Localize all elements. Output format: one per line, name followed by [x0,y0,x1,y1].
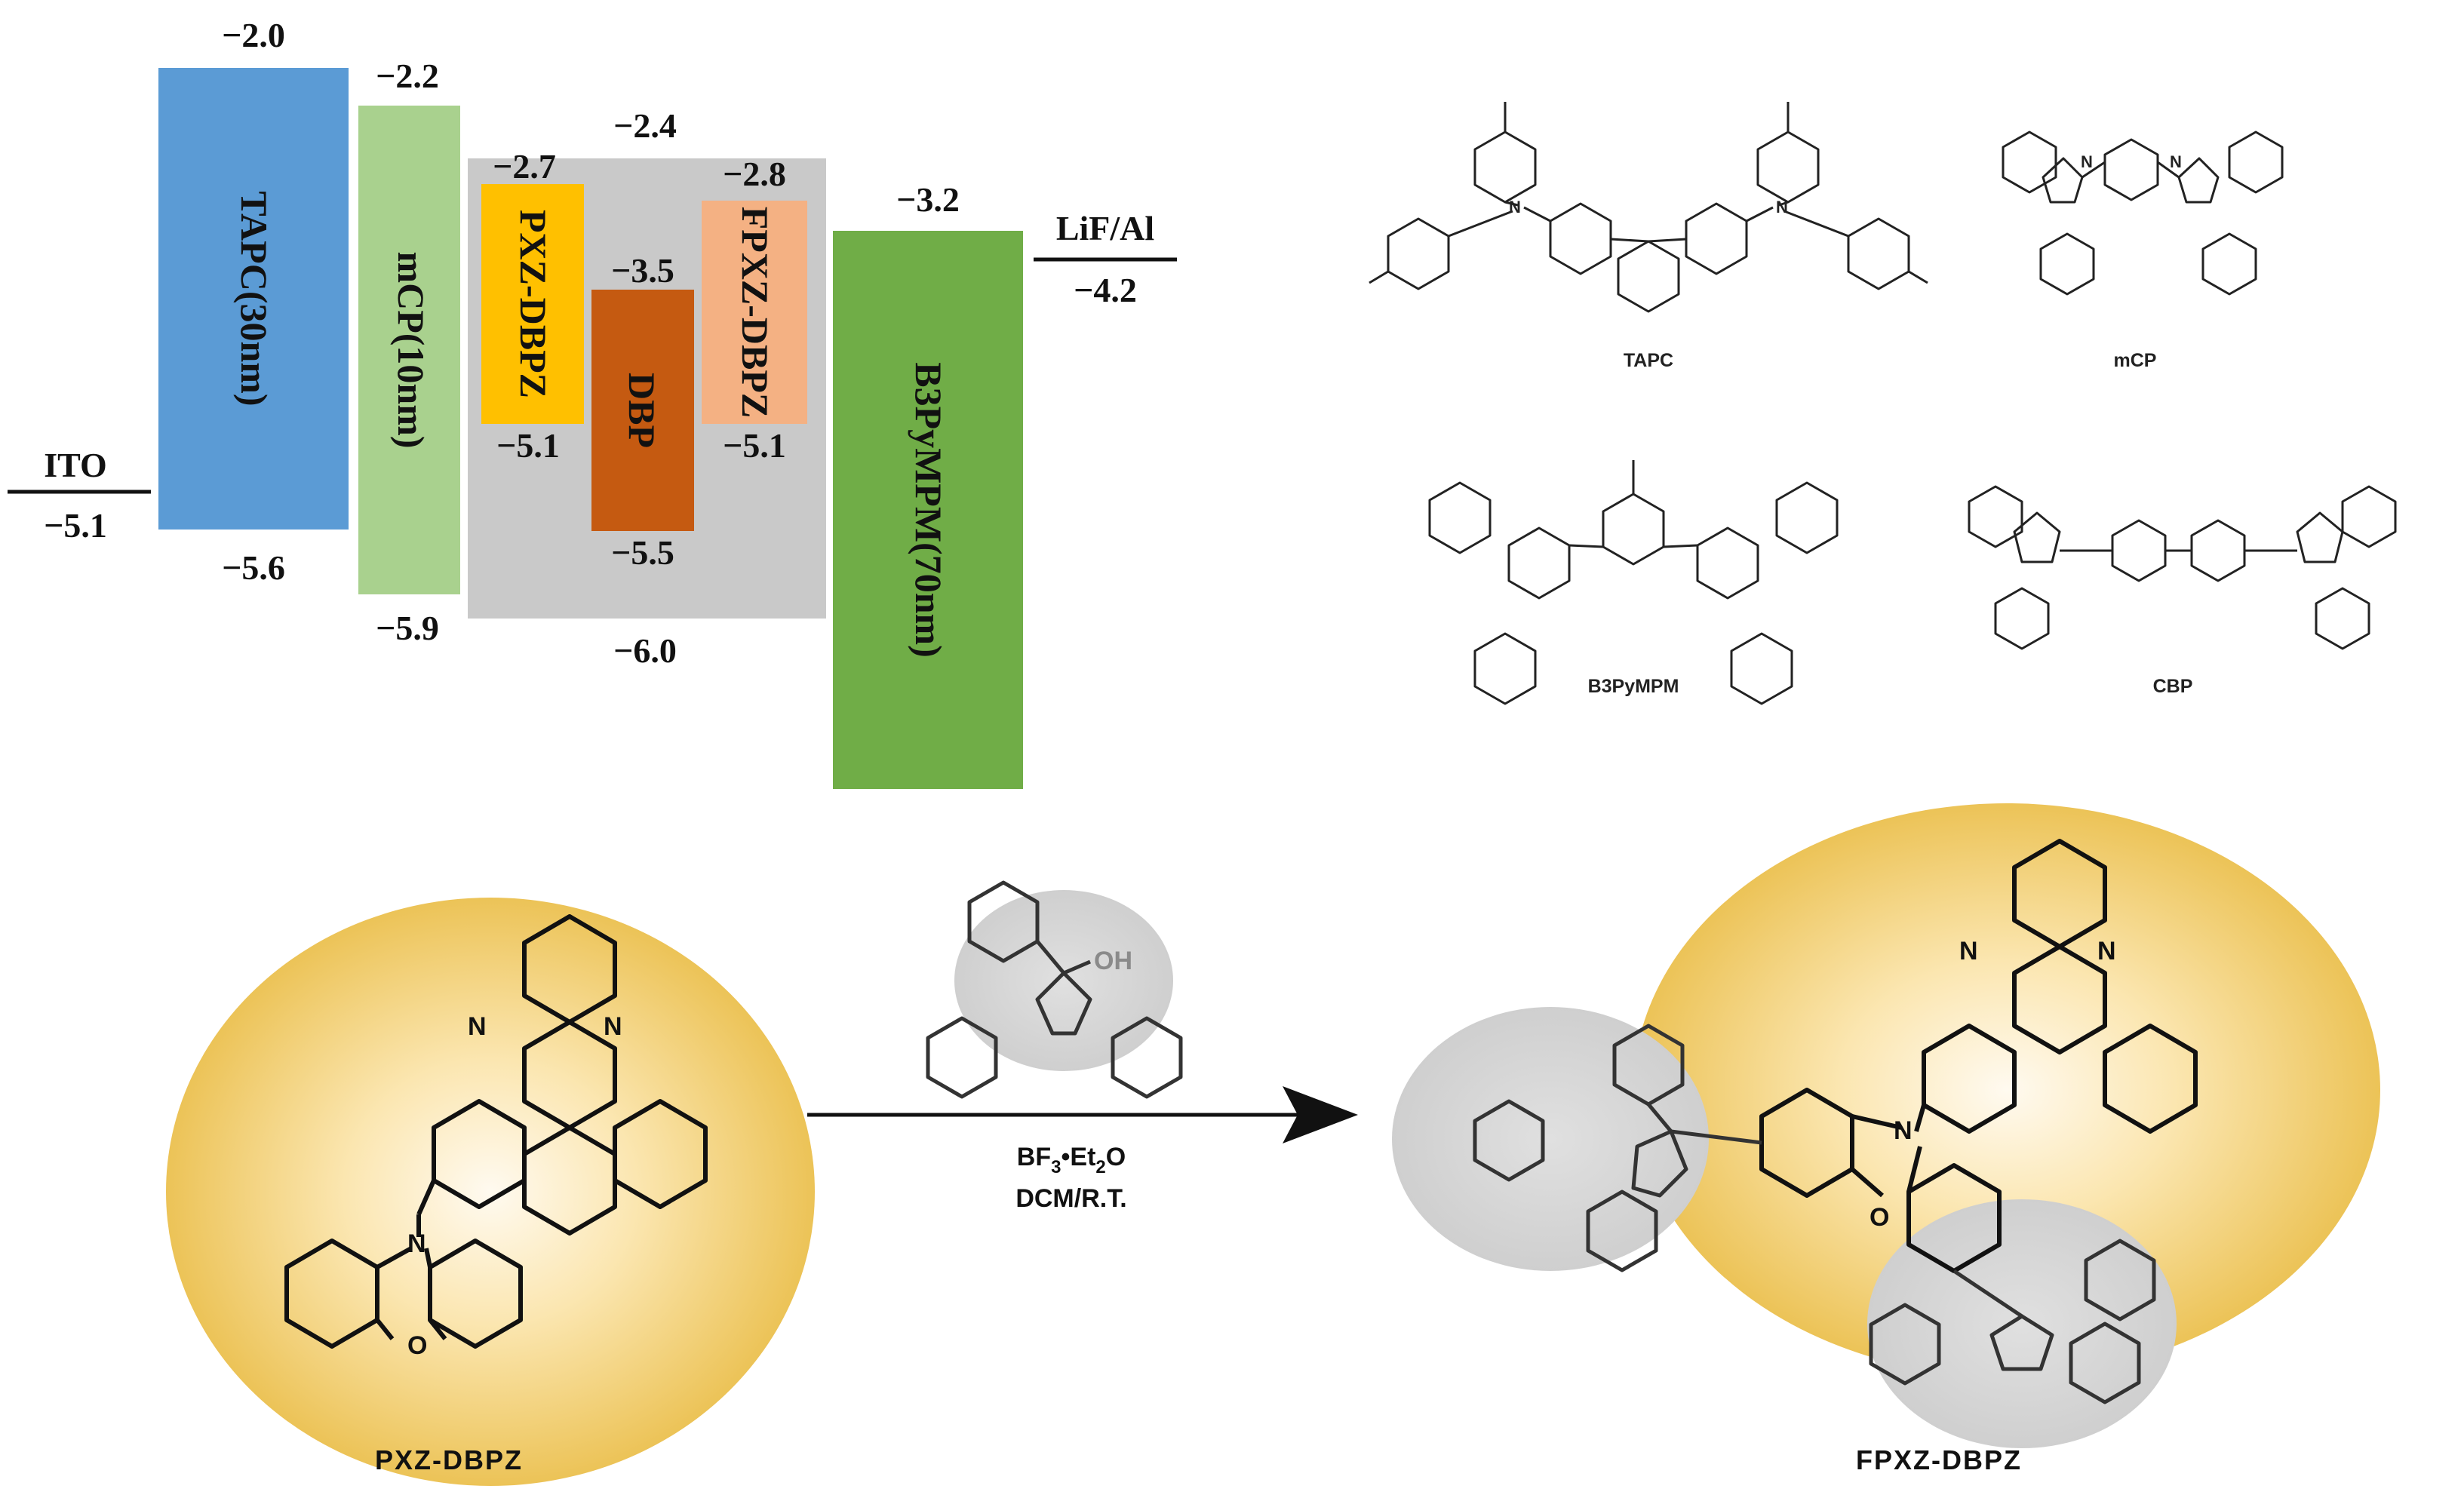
fpxz-n-pyrazine-right: N [2097,937,2116,965]
layer-fpxz-dbpz-box [702,201,807,424]
ito-level: −5.1 [44,506,107,545]
layer-dbp-box [591,290,694,531]
reaction-conditions-line1: BF3•Et2O [1017,1143,1126,1177]
fpxz-fluorene-bottom [1869,1239,2156,1404]
layer-dbp-label: DBP [621,373,663,448]
pxz-dbpz-structure [284,914,708,1349]
product-label: FPXZ-DBPZ [1856,1444,2022,1475]
layer-b3pympm-box [833,231,1023,789]
fpxz-fluorene-left [1473,1024,1762,1272]
fpxz-n-phenoxazine: N [1894,1116,1913,1145]
layer-b3pympm-lumo: −3.2 [896,180,960,219]
cbp-label: CBP [2153,676,2193,697]
layer-pxz-dbpz-lumo: −2.7 [493,147,556,186]
layer-fpxz-dbpz-lumo: −2.8 [723,155,786,193]
tapc-structure [1369,102,1928,313]
layer-fpxz-dbpz-label: FPXZ-DBPZ [734,207,776,419]
fpxz-n-pyrazine-left: N [1959,937,1978,965]
pxz-n-pyrazine-left: N [468,1012,487,1041]
layer-tapc-box [158,68,349,530]
ito-label: ITO [44,446,107,484]
host-lumo-level: −2.4 [613,106,677,145]
host-homo-level: −6.0 [613,631,677,670]
reagent-oh: OH [1094,947,1132,975]
b3pympm-structure [1428,460,1839,705]
layer-pxz-dbpz-box [481,184,584,424]
layer-tapc-label: TAPC(30nm) [233,191,275,406]
pxz-o-phenoxazine: O [407,1331,427,1360]
fpxz-o-phenoxazine: O [1870,1203,1889,1232]
layer-pxz-dbpz-homo: −5.1 [496,426,560,465]
mcp-n-left: N [2081,152,2093,171]
pxz-n-phenoxazine: N [407,1229,426,1258]
mcp-n-right: N [2170,152,2182,171]
pxz-n-pyrazine-right: N [604,1012,622,1041]
reaction-conditions-line2: DCM/R.T. [1015,1184,1126,1213]
layer-mcp-label: mCP(10nm) [390,251,432,448]
layer-mcp-box [358,106,460,594]
fpxz-dbpz-glow [1633,803,2380,1377]
layer-pxz-dbpz-label: PXZ-DBPZ [512,210,555,398]
layer-tapc-lumo: −2.0 [222,16,285,54]
tapc-n-left: N [1509,198,1521,216]
fpxz-fluorene-bottom-glow [1867,1199,2177,1448]
cbp-structure [1968,485,2397,650]
reactant-label: PXZ-DBPZ [375,1444,523,1475]
layer-tapc-homo: −5.6 [222,548,285,587]
cathode-level: −4.2 [1074,271,1137,309]
layer-b3pympm-label: B3PyMPM(70nm) [908,362,950,658]
reagent-glow [954,890,1173,1071]
reagent-structure [926,880,1183,1099]
layer-fpxz-dbpz-homo: −5.1 [723,426,786,465]
tapc-label: TAPC [1624,350,1673,371]
layer-dbp-homo: −5.5 [611,533,674,572]
mcp-label: mCP [2114,350,2157,371]
cathode-label: LiF/Al [1056,209,1154,247]
energy-level-diagram: −2.4 −6.0 ITO −5.1 LiF/Al −4.2 −2.0 −5.6… [8,16,1177,789]
tapc-n-right: N [1776,198,1788,216]
reaction-arrowhead [1283,1086,1358,1143]
pxz-dbpz-glow [166,898,815,1486]
fpxz-fluorene-left-glow [1392,1007,1709,1271]
layer-mcp-lumo: −2.2 [376,57,439,95]
b3pympm-label: B3PyMPM [1588,676,1679,697]
layer-mcp-homo: −5.9 [376,609,439,647]
layer-dbp-lumo: −3.5 [611,251,674,290]
mcp-structure [2002,130,2284,296]
